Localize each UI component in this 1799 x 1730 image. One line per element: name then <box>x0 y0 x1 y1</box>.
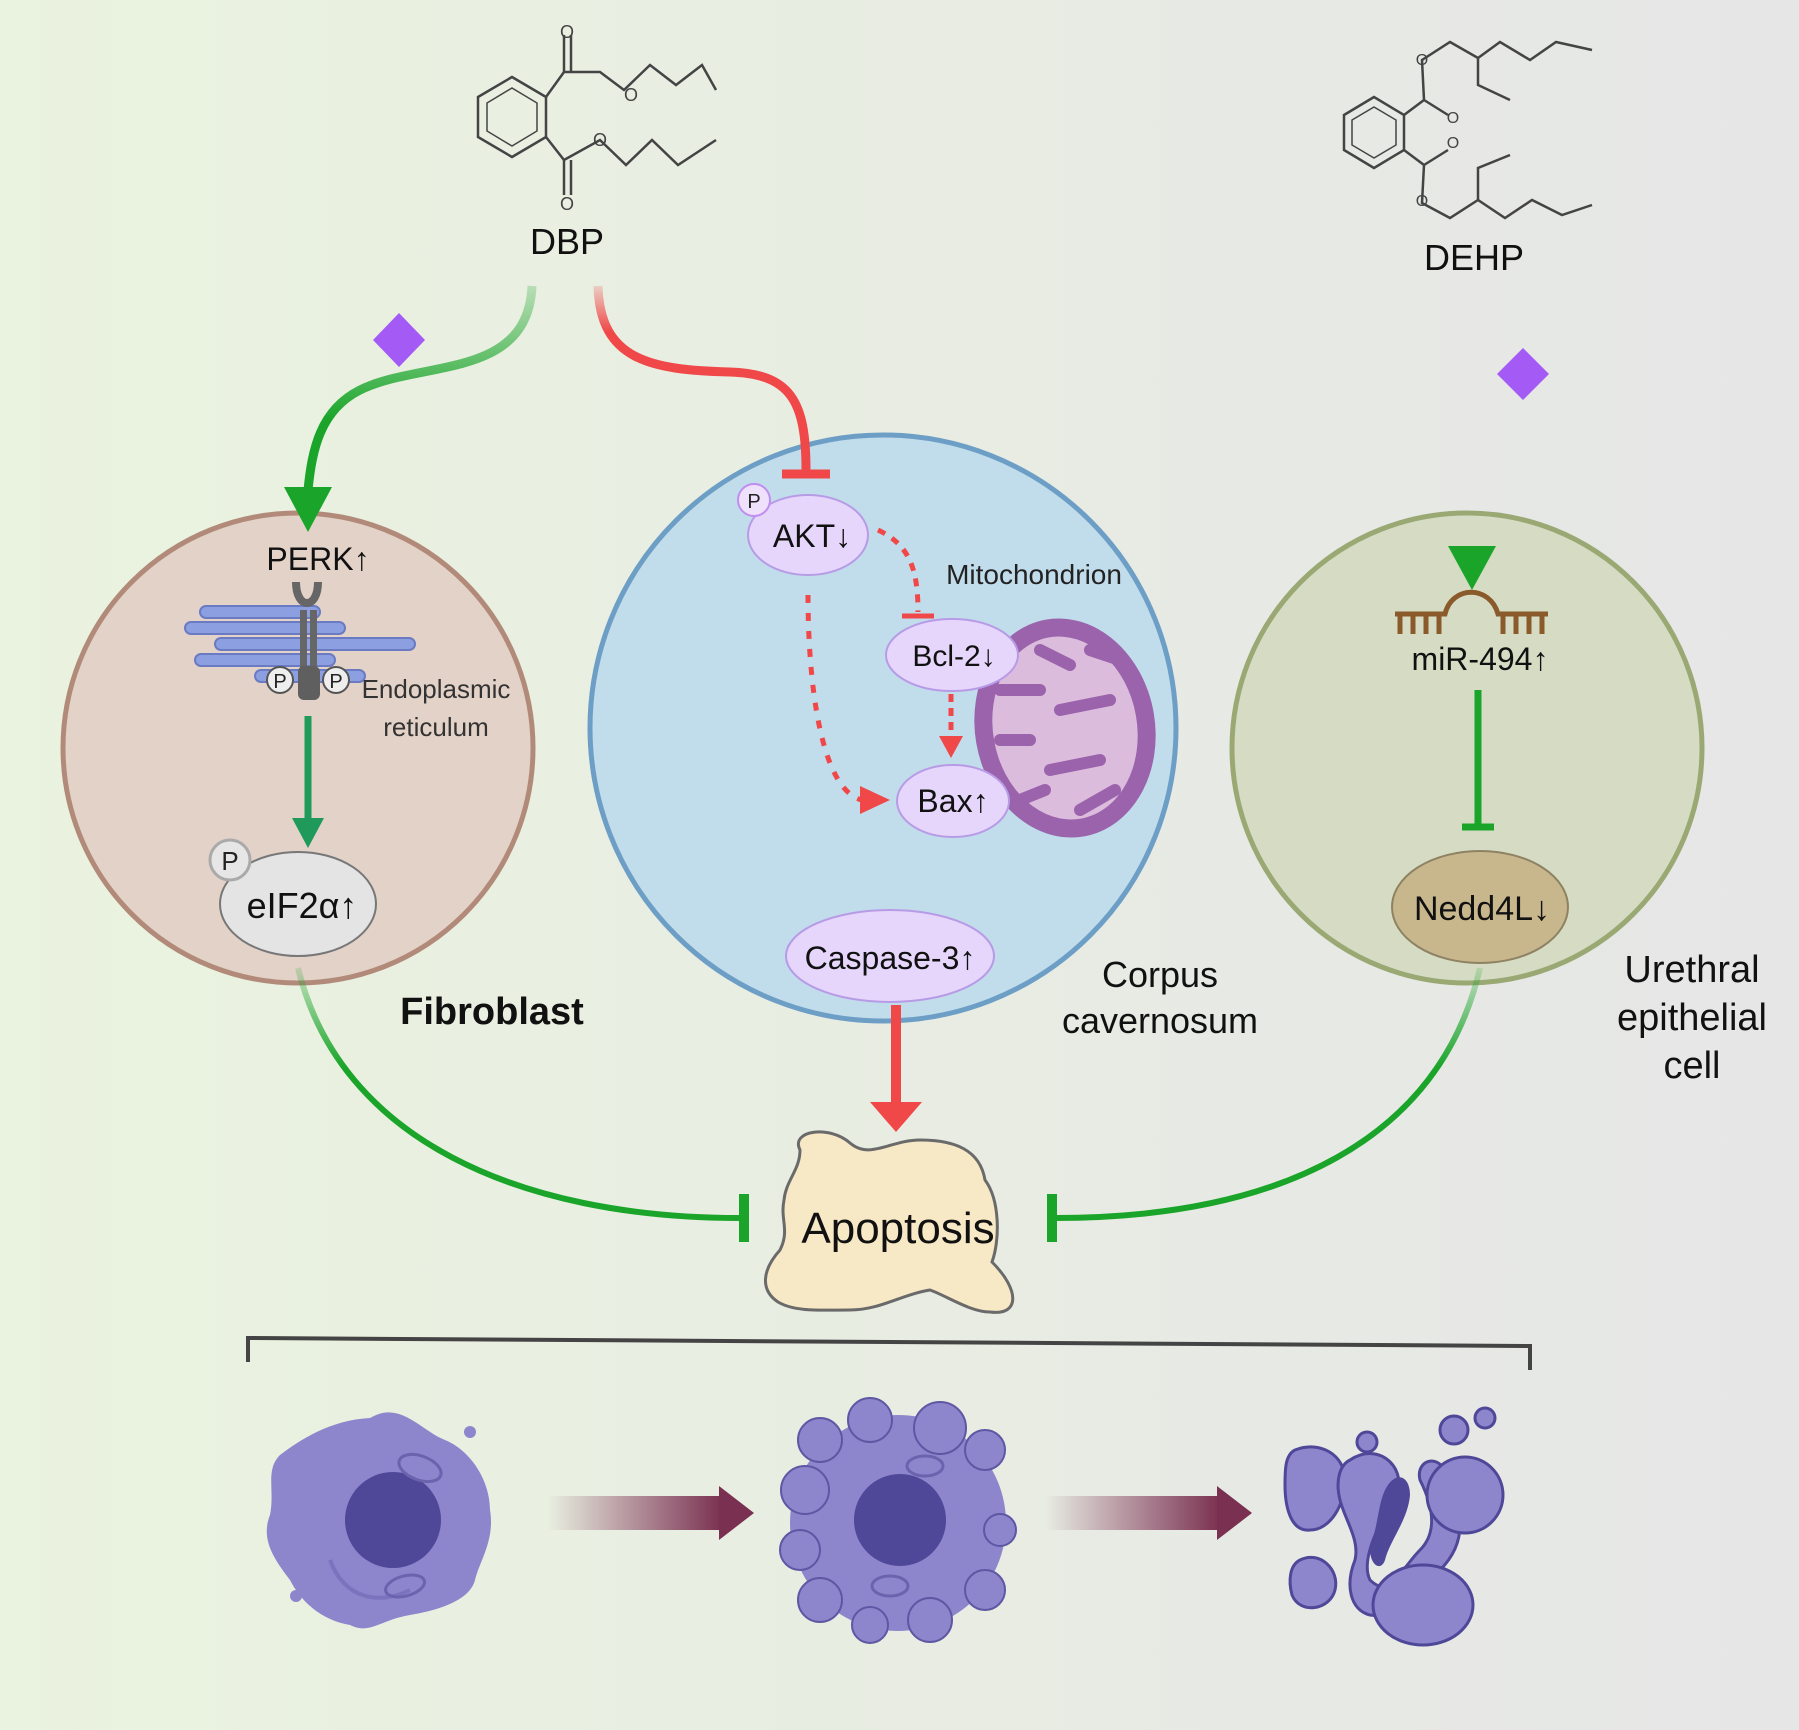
dehp-structure <box>1342 40 1593 220</box>
corpus-cavernosum-cell <box>587 432 1179 1024</box>
progress-arrow-1-head <box>719 1486 754 1540</box>
bcl2-to-bax-arrowhead <box>939 736 963 758</box>
caspase3-label: Caspase-3↑ <box>805 940 976 976</box>
mir494-label: miR-494↑ <box>1412 641 1549 677</box>
perk-receptor-icon <box>292 581 322 700</box>
akt-label: AKT↓ <box>773 518 851 554</box>
dbp-oxygen-1: O <box>560 22 574 42</box>
dbp-structure <box>476 35 718 195</box>
perk-phospho-right: P <box>322 666 350 694</box>
urethral-label-line2: epithelial <box>1617 997 1767 1039</box>
dbp-oxygen-4: O <box>560 194 574 214</box>
mitochondrion-icon <box>974 618 1156 838</box>
caspase3-node <box>785 909 995 1003</box>
urethral-label-line3: cell <box>1663 1045 1720 1087</box>
dbp-to-fibroblast-arrow <box>303 285 537 491</box>
akt-node <box>747 494 869 576</box>
urethral-to-apoptosis-inhibit <box>1054 967 1483 1221</box>
dehp-oxygen-3: O <box>1447 135 1459 152</box>
apoptosis-label: Apoptosis <box>801 1204 994 1253</box>
perk-phospho-left: P <box>266 666 294 694</box>
fibroblast-label: Fibroblast <box>400 991 584 1033</box>
dbp-label: DBP <box>530 221 604 262</box>
dehp-oxygen-2: O <box>1447 110 1459 127</box>
perk-phospho-right-text: P <box>329 671 342 693</box>
corpus-label-line1: Corpus <box>1102 954 1218 995</box>
mirna-icon <box>1395 589 1548 634</box>
bcl2-node <box>885 618 1019 692</box>
blebbing-cell-icon <box>779 1397 1017 1644</box>
eif2a-node <box>219 851 377 957</box>
corpus-to-apoptosis-arrowhead <box>870 1102 922 1132</box>
bax-node <box>896 764 1010 838</box>
nedd4l-label: Nedd4L↓ <box>1414 890 1550 928</box>
perk-to-eif2a-arrowhead <box>292 818 324 848</box>
er-label-line2: reticulum <box>383 712 488 742</box>
dbp-oxygen-3: O <box>593 130 607 150</box>
mitochondrion-label: Mitochondrion <box>946 559 1122 590</box>
timeline-bracket <box>246 1335 1532 1370</box>
healthy-cell-icon <box>266 1412 492 1629</box>
akt-to-bax-arrowhead <box>860 786 890 814</box>
dbp-to-fibroblast-arrowhead <box>284 487 332 532</box>
eif2a-phospho-text: P <box>221 846 238 876</box>
dbp-to-akt-inhibit <box>593 285 811 471</box>
akt-to-bax-arrow <box>805 594 863 803</box>
apoptosis-blob <box>764 1130 1015 1314</box>
bax-label: Bax↑ <box>917 783 988 819</box>
progress-arrow-2-shaft <box>1046 1496 1221 1530</box>
diamond-left <box>373 313 425 367</box>
eif2a-phospho <box>208 838 252 882</box>
corpus-label-line2: cavernosum <box>1062 1000 1258 1041</box>
apoptotic-nucleus-fragment <box>1370 1477 1410 1567</box>
nedd4l-node <box>1391 850 1569 964</box>
dehp-oxygen-1: O <box>1416 52 1428 69</box>
bcl2-label: Bcl-2↓ <box>912 640 995 673</box>
apoptotic-bodies-icon <box>1283 1406 1505 1647</box>
akt-to-bcl2-inhibit <box>876 527 921 613</box>
urethral-label-line1: Urethral <box>1624 949 1759 991</box>
perk-phospho-left-text: P <box>273 671 286 693</box>
diamond-right <box>1497 348 1549 400</box>
dehp-label: DEHP <box>1424 237 1524 278</box>
progress-arrow-2-head <box>1217 1486 1252 1540</box>
akt-phospho <box>737 483 771 517</box>
dehp-oxygen-4: O <box>1416 193 1428 210</box>
akt-phospho-text: P <box>747 491 760 513</box>
fibroblast-to-apoptosis-inhibit <box>295 967 741 1221</box>
perk-label: PERK↑ <box>266 541 369 577</box>
er-label-line1: Endoplasmic <box>362 674 511 704</box>
progress-arrow-1-shaft <box>548 1496 723 1530</box>
eif2a-label: eIF2α↑ <box>247 885 358 926</box>
dbp-oxygen-2: O <box>624 85 638 105</box>
dehp-to-urethral-arrowhead <box>1448 546 1496 590</box>
